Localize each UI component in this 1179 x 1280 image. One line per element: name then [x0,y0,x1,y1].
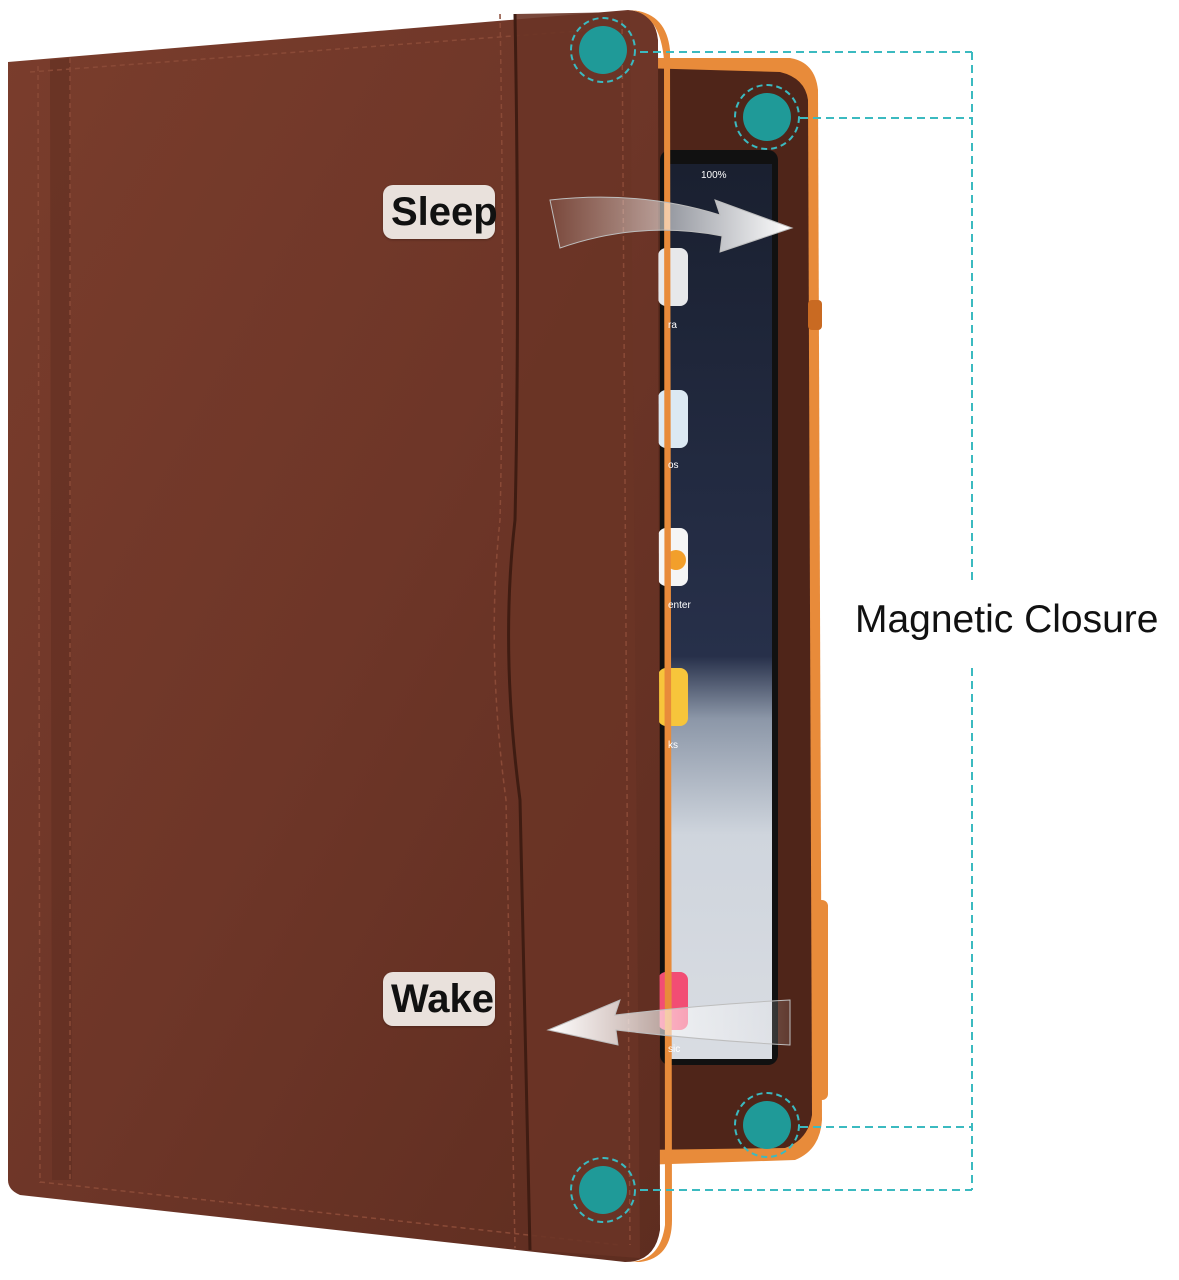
magnet-icon [734,1092,800,1158]
sleep-label: Sleep [383,185,498,239]
front-cover [8,10,672,1262]
app-label: os [668,460,679,471]
app-label: ks [668,740,678,751]
arrow-right-icon [549,196,794,253]
app-label: enter [668,600,691,611]
arrow-left-icon [546,999,791,1046]
app-label: ra [668,320,677,331]
app-label: sic [668,1044,681,1055]
magnetic-closure-bracket [640,51,973,1191]
wake-label: Wake [383,972,495,1026]
battery-indicator: 100% [701,170,727,181]
magnet-icon [570,1157,636,1223]
magnetic-closure-label: Magnetic Closure [855,598,1159,641]
magnet-icon [570,17,636,83]
magnet-icon [734,84,800,150]
